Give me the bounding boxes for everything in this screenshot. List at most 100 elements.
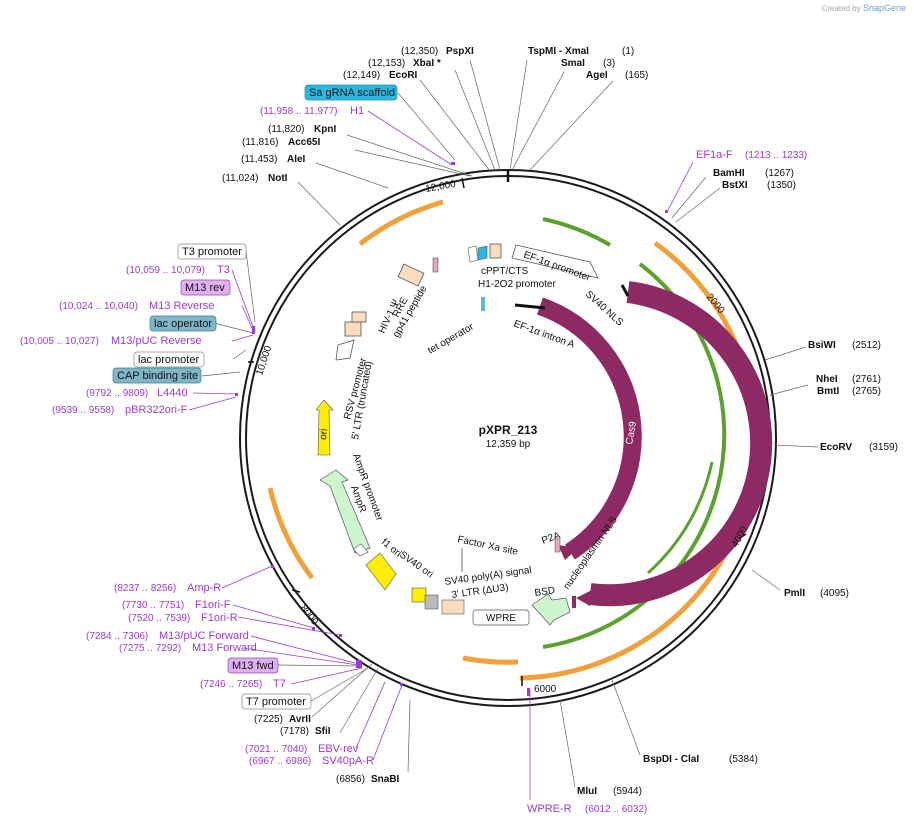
rre-box (397, 263, 425, 287)
primer-m13-reverse: M13 Reverse (149, 300, 214, 312)
m13-rev-box (180, 279, 231, 296)
primer-m13-forward: M13 Forward (192, 642, 257, 654)
enzyme-acc65i-pos: (11,816) (242, 137, 279, 148)
primer-h1-range: (11,958 .. 11,977) (260, 106, 337, 117)
primer-t3: T3 (217, 264, 230, 276)
lac-promoter-box (133, 351, 205, 368)
green-feature-top (542, 217, 612, 247)
cas9-segment-outer (588, 281, 773, 607)
enzyme-snabi-pos: (6856) (336, 774, 365, 785)
enzyme-mlui: MluI (577, 786, 597, 797)
cas9-inner-arrowhead (558, 545, 578, 560)
enzyme-agei: AgeI (586, 70, 608, 81)
enzyme-bmti-pos: (2765) (852, 386, 881, 397)
enzyme-xbai-pos: (12,153) (368, 58, 405, 69)
primer-t3-range: (10,059 .. 10,079) (126, 265, 205, 276)
ori-arrow (315, 399, 334, 456)
primer-marks (235, 162, 668, 696)
t3-promoter-box (177, 243, 247, 260)
credit-prefix: Created by (821, 4, 861, 13)
primer-t7: T7 (273, 678, 286, 690)
tick-label-12000: 12,000 (425, 179, 457, 195)
orange-feature-bottom (462, 655, 519, 665)
label-bsd: BSD (534, 585, 556, 599)
primer-pbr322ori-f-range: (9539 .. 9558) (52, 405, 114, 416)
cas9-label-inner: Cas9 (624, 420, 639, 445)
cppt-box (489, 243, 502, 259)
p2a-box (554, 537, 561, 553)
primer-amp-r-range: (8237 .. 8256) (114, 583, 176, 594)
plasmid-size: 12,359 bp (486, 439, 531, 450)
primer-wpre-r: WPRE-R (527, 803, 572, 815)
enzyme-bspdi-clai: BspDI - ClaI (643, 754, 699, 765)
ef1a-promoter-arrow (511, 244, 599, 279)
primer-sv40pa-r: SV40pA-R (322, 755, 374, 767)
cas9-label-outer: Cas9 (682, 442, 697, 467)
cas9-segment-inner (537, 297, 642, 560)
tet-operator (481, 297, 485, 311)
m13-fwd-label: M13 fwd (232, 660, 274, 672)
tick-4000 (739, 533, 747, 539)
cap-binding-site-box (112, 367, 202, 384)
enzyme-tspmi-xmai: TspMI - XmaI (528, 46, 589, 57)
rsv-promoter-arrow (335, 339, 355, 361)
primer-m13-forward-range: (7275 .. 7292) (119, 643, 181, 654)
enzyme-kpni: KpnI (314, 124, 336, 135)
label-h1-promoter: H1-2O2 promoter (478, 279, 556, 290)
primer-amp-r: Amp-R (187, 582, 221, 594)
enzyme-mlui-pos: (5944) (613, 786, 642, 797)
enzyme-bstxi-pos: (1350) (767, 180, 796, 191)
label-tet-operator: tet operator (426, 321, 476, 356)
primer-t7-range: (7246 .. 7265) (200, 679, 262, 690)
enzyme-nhei-pos: (2761) (852, 374, 881, 385)
enzyme-bsiwi-pos: (2512) (852, 340, 881, 351)
primer-ebv-rev: EBV-rev (318, 743, 359, 755)
lac-promoter-label: lac promoter (138, 354, 199, 366)
primer-f1ori-r-range: (7520 .. 7539) (128, 613, 190, 624)
sv40-ori-box (411, 587, 427, 603)
grey-box (424, 594, 439, 610)
sv40-nls-mark (620, 284, 630, 297)
h1-promoter-arrow (467, 245, 479, 263)
label-ori: ori (318, 428, 330, 440)
enzyme-avrii: AvrII (289, 714, 311, 725)
primer-f1ori-r: F1ori-R (201, 612, 238, 624)
t7-promoter-label: T7 promoter (246, 696, 306, 708)
green-feature-right-inner (646, 461, 714, 575)
enzyme-acc65i: Acc65I (288, 137, 320, 148)
enzyme-smai-pos: (3) (603, 58, 615, 69)
enzyme-pmli: PmlI (784, 588, 805, 599)
primer-f1ori-f-range: (7730 .. 7751) (122, 600, 184, 611)
enzyme-bsiwi: BsiWI (808, 340, 836, 351)
tick-12000 (461, 177, 465, 189)
enzyme-noti: NotI (268, 173, 288, 184)
primer-l4440-range: (9792 .. 9809) (86, 388, 148, 399)
snapgene-credit: Created by SnapGene (822, 3, 906, 13)
enzyme-ecori: EcoRI (389, 70, 418, 81)
wpre-box (472, 609, 530, 626)
enzyme-bmti: BmtI (817, 386, 839, 397)
ef1a-intron-line (514, 303, 546, 310)
plasmid-name: pXPR_213 (479, 423, 538, 437)
primer-leader-lines (188, 110, 694, 800)
enzyme-nhei: NheI (816, 374, 838, 385)
ltr-box (441, 599, 465, 615)
snapgene-brand: SnapGene (862, 3, 906, 13)
enzyme-ecorv: EcoRV (820, 442, 852, 453)
enzyme-bspdi-clai-pos: (5384) (729, 754, 758, 765)
enzyme-pmli-pos: (4095) (820, 588, 849, 599)
m13-rev-label: M13 rev (185, 282, 225, 294)
nucleoplasmin-nls (572, 596, 576, 608)
lac-operator-label: lac operator (154, 318, 212, 330)
enzyme-bamhi: BamHI (713, 168, 745, 179)
f1-ori-arrow (365, 552, 397, 591)
hiv-psi-box (344, 321, 362, 337)
primer-ef1a-f-range: (1213 .. 1233) (745, 150, 807, 161)
enzyme-avrii-pos: (7225) (254, 714, 283, 725)
enzyme-alei: AleI (287, 154, 306, 165)
lac-operator-box (149, 315, 217, 332)
sa-gRNA-shape (477, 245, 488, 261)
enzyme-snabi: SnaBI (371, 774, 400, 785)
t3-promoter-label: T3 promoter (182, 246, 242, 258)
